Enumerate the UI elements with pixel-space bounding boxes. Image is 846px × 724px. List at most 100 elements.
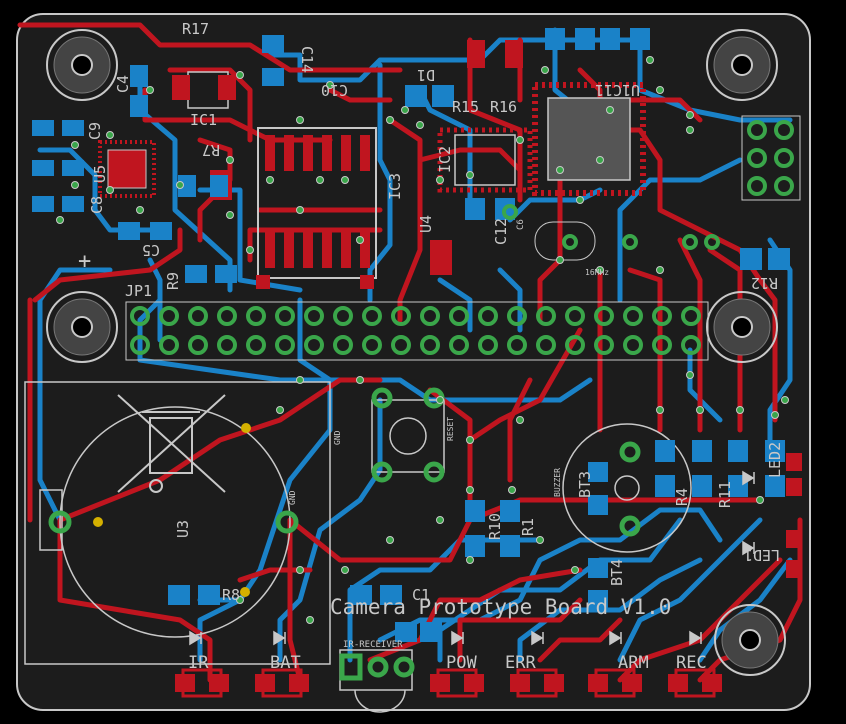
header-pin	[159, 335, 179, 355]
through-hole-pads	[502, 204, 720, 250]
vias	[56, 56, 789, 624]
via	[466, 556, 474, 564]
header-pin	[275, 335, 295, 355]
header-pin	[362, 306, 382, 326]
via	[176, 181, 184, 189]
via	[341, 176, 349, 184]
via	[596, 266, 604, 274]
label-c10: C10	[321, 81, 348, 99]
label-freq: 16MHz	[585, 268, 609, 277]
mount-hole-icon	[706, 29, 778, 101]
via	[296, 566, 304, 574]
header-pin	[594, 335, 614, 355]
led-body	[594, 668, 636, 698]
header-pin	[246, 335, 266, 355]
via	[686, 126, 694, 134]
weee-bin-icon	[117, 394, 226, 493]
via	[106, 131, 114, 139]
via	[516, 136, 524, 144]
label-c9: C9	[86, 122, 104, 140]
led-pad	[622, 674, 642, 692]
via	[696, 406, 704, 414]
label-c4: C4	[114, 75, 132, 93]
header-pin	[188, 306, 208, 326]
label-gnd1: GND	[333, 430, 342, 445]
battery-pad	[275, 510, 299, 534]
header-pin	[652, 335, 672, 355]
header-pin	[159, 306, 179, 326]
via	[386, 536, 394, 544]
header-pin	[681, 335, 701, 355]
led-body	[181, 668, 223, 698]
header-pin	[333, 306, 353, 326]
label-plus: +	[78, 249, 91, 274]
label-u3: U3	[174, 520, 192, 538]
header-pin	[623, 306, 643, 326]
via	[316, 176, 324, 184]
via	[226, 156, 234, 164]
led-body	[261, 668, 303, 698]
header-pin	[188, 335, 208, 355]
via	[436, 176, 444, 184]
mount-holes	[46, 29, 786, 676]
header-pin	[217, 335, 237, 355]
led-body	[516, 668, 558, 698]
label-c12: C12	[492, 218, 510, 245]
header-pin	[217, 306, 237, 326]
header-pin	[536, 335, 556, 355]
via	[466, 436, 474, 444]
header-pin	[275, 306, 295, 326]
label-r11: R11	[716, 481, 734, 508]
header-pin	[391, 335, 411, 355]
via	[341, 566, 349, 574]
battery-via	[93, 517, 103, 527]
header-pin	[304, 306, 324, 326]
header-pin	[623, 335, 643, 355]
header-pin	[420, 306, 440, 326]
header-pin	[478, 306, 498, 326]
header-pin	[333, 335, 353, 355]
label-r9: R9	[164, 272, 182, 290]
label-err: ERR	[505, 653, 536, 673]
via	[556, 256, 564, 264]
header-pin	[565, 335, 585, 355]
crystal-outline	[534, 221, 596, 261]
label-c6: C6	[516, 219, 526, 230]
header-pin	[507, 335, 527, 355]
led-pad	[588, 674, 608, 692]
led-pad	[510, 674, 530, 692]
header-pin	[304, 335, 324, 355]
battery-via	[240, 587, 250, 597]
label-reset: RESET	[446, 417, 455, 441]
diode-icon	[189, 630, 202, 646]
buzzer-outline	[562, 423, 692, 553]
label-led2: LED2	[766, 442, 784, 478]
via	[71, 141, 79, 149]
via	[736, 406, 744, 414]
via	[536, 536, 544, 544]
led-body	[674, 668, 716, 698]
via	[596, 156, 604, 164]
label-c11: C11	[595, 81, 622, 99]
label-r16: R16	[490, 98, 517, 116]
via	[508, 486, 516, 494]
battery-holder-u3	[24, 381, 331, 665]
buzzer-pad	[619, 515, 641, 537]
label-c5: C5	[142, 241, 160, 259]
header-pin	[391, 306, 411, 326]
header-pin	[449, 306, 469, 326]
label-ic1: IC1	[190, 111, 217, 129]
led-body	[436, 668, 478, 698]
label-bt3: BT3	[576, 471, 594, 498]
header-pin	[246, 306, 266, 326]
silkscreen-labels: R17 C4 C10 C14 IC1 R7 C9 U5 C8 C5 R9 IC3…	[78, 20, 784, 673]
u1-qfp-package	[532, 82, 646, 196]
header-pin	[594, 306, 614, 326]
via	[466, 171, 474, 179]
via	[401, 106, 409, 114]
via	[71, 181, 79, 189]
header-pin	[536, 306, 556, 326]
smd-pads-bottom	[32, 28, 790, 642]
via	[56, 216, 64, 224]
via	[146, 86, 154, 94]
